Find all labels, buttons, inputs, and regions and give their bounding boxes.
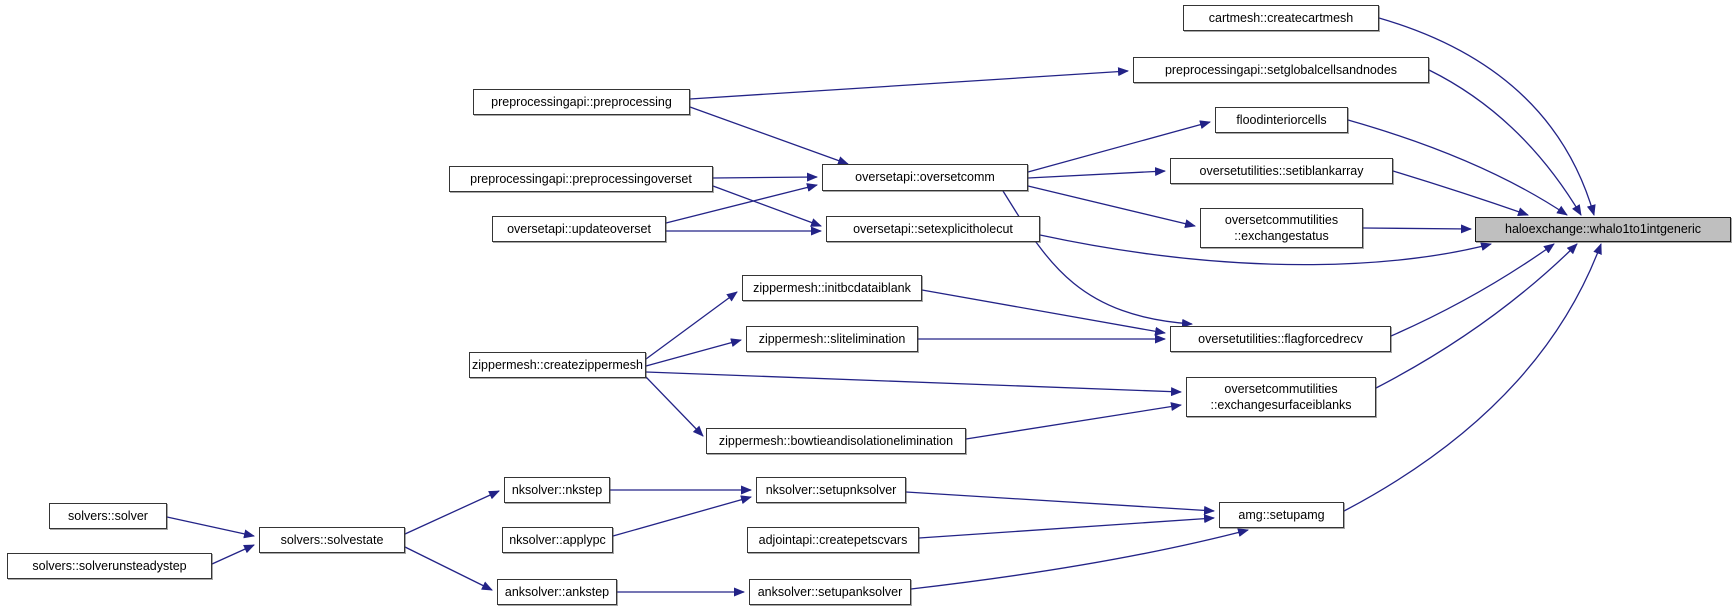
graph-node-preprocessing[interactable]: preprocessingapi::preprocessing: [473, 89, 690, 115]
call-edge-oversetcomm--setiblankarray: [1027, 167, 1166, 179]
graph-node-exchangesurfaceiblanks[interactable]: oversetcommutilities ::exchangesurfaceib…: [1186, 377, 1376, 417]
graph-node-label: oversetcommutilities ::exchangesurfaceib…: [1210, 381, 1352, 412]
graph-node-floodinteriorcells[interactable]: floodinteriorcells: [1215, 107, 1348, 133]
graph-node-solvestate[interactable]: solvers::solvestate: [259, 527, 405, 553]
call-edge-solver--solvestate: [166, 516, 255, 539]
call-edge-createzippermesh--bowtieandisolationelimination: [645, 376, 704, 437]
graph-node-oversetcomm[interactable]: oversetapi::oversetcomm: [822, 164, 1028, 191]
call-edge-preprocessing--oversetcomm: [689, 106, 849, 165]
graph-node-label: oversetapi::oversetcomm: [855, 170, 995, 185]
call-edge-createcartmesh--whalo1to1intgeneric: [1378, 17, 1596, 216]
call-edge-createzippermesh--slitelimination: [645, 338, 742, 367]
graph-node-nkstep[interactable]: nksolver::nkstep: [504, 477, 610, 503]
call-edge-exchangesurfaceiblanks--whalo1to1intgeneric: [1375, 243, 1578, 389]
graph-node-ankstep[interactable]: anksolver::ankstep: [497, 579, 617, 605]
graph-node-label: haloexchange::whalo1to1intgeneric: [1505, 222, 1701, 237]
graph-node-label: anksolver::setupanksolver: [757, 584, 903, 599]
graph-node-preprocessingoverset[interactable]: preprocessingapi::preprocessingoverset: [449, 166, 713, 192]
call-edge-initbcdataiblank--flagforcedrecv: [921, 289, 1166, 336]
graph-node-label: solvers::solver: [68, 508, 148, 523]
graph-node-label: amg::setupamg: [1238, 507, 1325, 522]
graph-node-setupnksolver[interactable]: nksolver::setupnksolver: [756, 477, 906, 503]
graph-node-label: zippermesh::slitelimination: [758, 331, 906, 346]
call-edge-setupnksolver--setupamg: [905, 491, 1215, 515]
graph-node-flagforcedrecv[interactable]: oversetutilities::flagforcedrecv: [1170, 326, 1391, 352]
graph-node-label: oversetutilities::flagforcedrecv: [1198, 331, 1363, 346]
call-edge-preprocessingoverset--setexplicitholecut: [712, 185, 822, 227]
graph-node-label: preprocessingapi::preprocessing: [491, 94, 672, 109]
graph-node-label: nksolver::setupnksolver: [765, 482, 897, 497]
graph-node-label: solvers::solverunsteadystep: [32, 558, 187, 573]
call-edge-oversetcomm--flagforcedrecv: [1002, 190, 1193, 328]
graph-node-label: adjointapi::createpetscvars: [758, 532, 908, 547]
call-edge-preprocessingoverset--oversetcomm: [712, 172, 818, 182]
call-edge-setupamg--whalo1to1intgeneric: [1343, 243, 1602, 512]
call-edge-solverunsteadystep--solvestate: [211, 544, 255, 565]
graph-node-updateoverset[interactable]: oversetapi::updateoverset: [492, 216, 666, 242]
call-edge-preprocessing--setglobalcellsandnodes: [689, 67, 1129, 100]
graph-node-label: oversetapi::setexplicitholecut: [853, 221, 1013, 236]
call-edge-createpetscvars--setupamg: [918, 514, 1215, 539]
graph-node-label: zippermesh::bowtieandisolationeliminatio…: [718, 433, 954, 448]
graph-node-createzippermesh[interactable]: zippermesh::createzippermesh: [469, 352, 646, 378]
call-edge-solvestate--nkstep: [404, 490, 500, 535]
graph-node-label: nksolver::applypc: [509, 532, 606, 547]
call-edge-oversetcomm--floodinteriorcells: [1027, 120, 1211, 173]
graph-node-whalo1to1intgeneric: haloexchange::whalo1to1intgeneric: [1475, 217, 1731, 242]
graph-node-label: oversetutilities::setiblankarray: [1199, 163, 1364, 178]
call-edge-solvestate--ankstep: [404, 546, 493, 591]
call-edge-exchangestatus--whalo1to1intgeneric: [1362, 224, 1472, 234]
graph-node-setexplicitholecut[interactable]: oversetapi::setexplicitholecut: [826, 216, 1040, 242]
graph-node-label: nksolver::nkstep: [511, 482, 603, 497]
graph-node-solver[interactable]: solvers::solver: [49, 503, 167, 529]
graph-node-exchangestatus[interactable]: oversetcommutilities ::exchangestatus: [1200, 208, 1363, 248]
call-edge-createzippermesh--exchangesurfaceiblanks: [645, 371, 1182, 397]
call-edge-setiblankarray--whalo1to1intgeneric: [1392, 170, 1529, 216]
graph-node-createpetscvars[interactable]: adjointapi::createpetscvars: [747, 527, 919, 553]
call-edge-setglobalcellsandnodes--whalo1to1intgeneric: [1428, 69, 1582, 216]
call-edge-bowtieandisolationelimination--exchangesurfaceiblanks: [965, 402, 1182, 440]
graph-node-initbcdataiblank[interactable]: zippermesh::initbcdataiblank: [742, 275, 922, 301]
graph-node-label: cartmesh::createcartmesh: [1208, 10, 1354, 25]
graph-node-setupamg[interactable]: amg::setupamg: [1219, 502, 1344, 528]
graph-node-label: preprocessingapi::setglobalcellsandnodes: [1164, 62, 1398, 77]
graph-node-solverunsteadystep[interactable]: solvers::solverunsteadystep: [7, 553, 212, 579]
graph-node-label: oversetcommutilities ::exchangestatus: [1224, 212, 1339, 243]
call-edge-createzippermesh--initbcdataiblank: [645, 291, 738, 360]
graph-node-createcartmesh[interactable]: cartmesh::createcartmesh: [1183, 5, 1379, 31]
call-edge-oversetcomm--exchangestatus: [1027, 185, 1196, 229]
call-edge-setupanksolver--setupamg: [910, 528, 1249, 590]
graph-node-setglobalcellsandnodes[interactable]: preprocessingapi::setglobalcellsandnodes: [1133, 57, 1429, 83]
graph-node-label: floodinteriorcells: [1236, 112, 1327, 127]
graph-node-bowtieandisolationelimination[interactable]: zippermesh::bowtieandisolationeliminatio…: [706, 428, 966, 454]
graph-node-applypc[interactable]: nksolver::applypc: [502, 527, 613, 553]
graph-node-slitelimination[interactable]: zippermesh::slitelimination: [746, 326, 918, 352]
graph-node-label: zippermesh::initbcdataiblank: [753, 280, 911, 295]
graph-node-label: zippermesh::createzippermesh: [472, 357, 643, 372]
graph-node-label: anksolver::ankstep: [504, 584, 610, 599]
call-edge-applypc--setupnksolver: [612, 495, 752, 537]
graph-node-setiblankarray[interactable]: oversetutilities::setiblankarray: [1170, 158, 1393, 184]
graph-node-setupanksolver[interactable]: anksolver::setupanksolver: [749, 579, 911, 605]
graph-node-label: oversetapi::updateoverset: [507, 221, 651, 236]
call-edge-setexplicitholecut--whalo1to1intgeneric: [1039, 234, 1492, 266]
graph-node-label: preprocessingapi::preprocessingoverset: [470, 171, 692, 186]
graph-node-label: solvers::solvestate: [280, 532, 384, 547]
call-edge-flagforcedrecv--whalo1to1intgeneric: [1390, 243, 1555, 337]
call-edge-updateoverset--oversetcomm: [665, 183, 818, 224]
call-edge-floodinteriorcells--whalo1to1intgeneric: [1347, 119, 1568, 216]
